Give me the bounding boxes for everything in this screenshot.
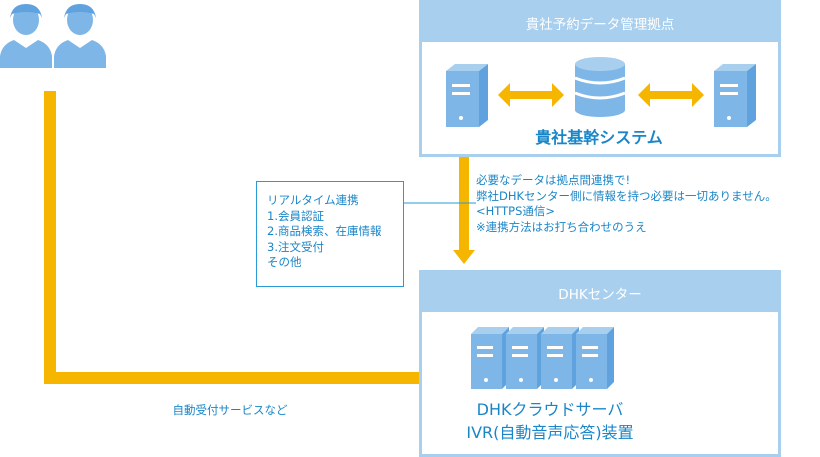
realtime-box: リアルタイム連携 1.会員認証 2.商品検索、在庫情報 3.注文受付 その他 [256,181,404,287]
server-icon [541,327,579,389]
note-line: 必要なデータは拠点間連携で! [476,173,631,187]
connection-note: 必要なデータは拠点間連携で! 弊社DHKセンター側に情報を持つ必要は一切ありませ… [476,173,816,235]
realtime-item: 1.会員認証 [267,208,324,223]
cloud-server-label: DHKクラウドサーバ IVR(自動音声応答)装置 [440,398,660,444]
bidirectional-arrow [638,83,704,107]
database-icon [574,57,626,117]
users-icon-group [0,4,106,68]
client-panel-title: 貴社予約データ管理拠点 [422,3,778,42]
server-icon [471,327,509,389]
auto-service-label: 自動受付サービスなど [172,403,288,417]
realtime-item: その他 [267,255,302,269]
cloud-label-line: DHKクラウドサーバ [476,400,624,419]
client-system-icons [446,57,756,127]
realtime-title: リアルタイム連携 [267,193,359,207]
base-system-label: 貴社基幹システム [535,128,663,147]
bidirectional-arrow [498,83,564,107]
note-line: <HTTPS通信> [476,204,556,218]
server-icon [714,64,756,127]
person-icon [54,4,106,68]
cloud-label-line: IVR(自動音声応答)装置 [466,423,634,442]
server-icon [446,64,488,127]
note-line: 弊社DHKセンター側に情報を持つ必要は一切ありません。 [476,188,777,203]
note-line: ※連携方法はお打ち合わせのうえ [476,219,647,234]
realtime-item: 2.商品検索、在庫情報 [267,224,382,238]
dhk-panel-title: DHKセンター [422,273,778,312]
server-icon [576,327,614,389]
server-icon [506,327,544,389]
person-icon [0,4,52,68]
realtime-item: 3.注文受付 [267,239,324,254]
